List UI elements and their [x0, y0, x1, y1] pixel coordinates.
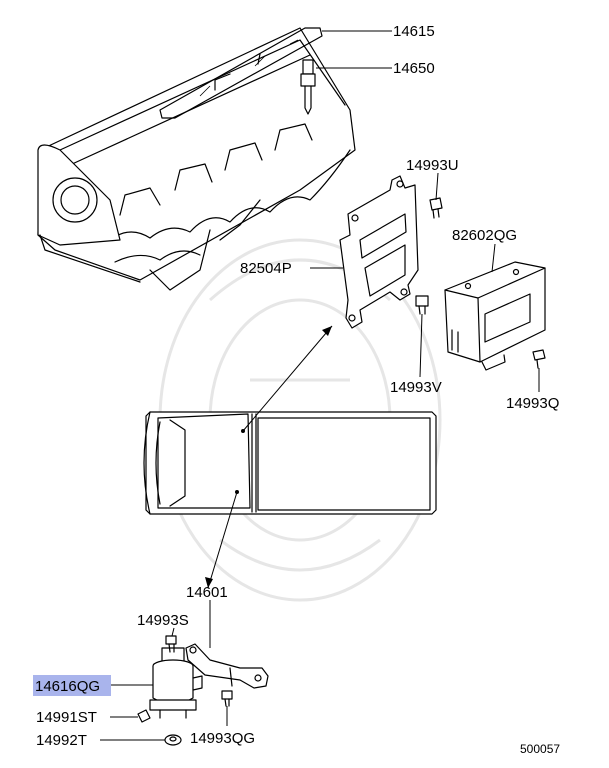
part-label-14993Q[interactable]: 14993Q — [506, 395, 559, 412]
vehicle-top-view-illustration — [143, 411, 437, 515]
part-label-14616QG[interactable]: 14616QG — [35, 678, 100, 695]
engine-head-illustration — [37, 27, 356, 291]
glow-plug-illustration — [300, 59, 316, 115]
leader-lines — [100, 30, 540, 741]
solenoid-valve-illustration — [149, 647, 203, 719]
part-label-14993QG[interactable]: 14993QG — [190, 730, 255, 747]
solenoid-bracket-illustration — [185, 643, 269, 689]
location-arrows — [205, 325, 333, 589]
nut-14992T-illustration — [164, 734, 182, 746]
part-label-82602QG[interactable]: 82602QG — [452, 227, 517, 244]
bolt-14993Q-illustration — [532, 349, 546, 369]
bolt-14993U-illustration — [429, 197, 443, 219]
part-label-14615[interactable]: 14615 — [393, 23, 435, 40]
part-label-14993V[interactable]: 14993V — [390, 379, 442, 396]
part-label-14992T[interactable]: 14992T — [36, 732, 87, 749]
part-label-14991ST[interactable]: 14991ST — [36, 709, 97, 726]
part-label-14601[interactable]: 14601 — [186, 584, 228, 601]
bolt-14993V-illustration — [415, 295, 429, 315]
bolt-14993QG-illustration — [221, 690, 233, 707]
part-label-14650[interactable]: 14650 — [393, 60, 435, 77]
ecu-unit-illustration — [444, 261, 546, 371]
bolt-14993S-illustration — [165, 635, 177, 653]
part-label-82504P[interactable]: 82504P — [240, 260, 292, 277]
diagram-id: 500057 — [520, 742, 560, 756]
part-highlight — [33, 675, 111, 696]
screw-14991ST-illustration — [137, 709, 151, 723]
part-label-14993S[interactable]: 14993S — [137, 612, 189, 629]
ecu-bracket-illustration — [339, 175, 419, 329]
part-label-14993U[interactable]: 14993U — [406, 157, 459, 174]
